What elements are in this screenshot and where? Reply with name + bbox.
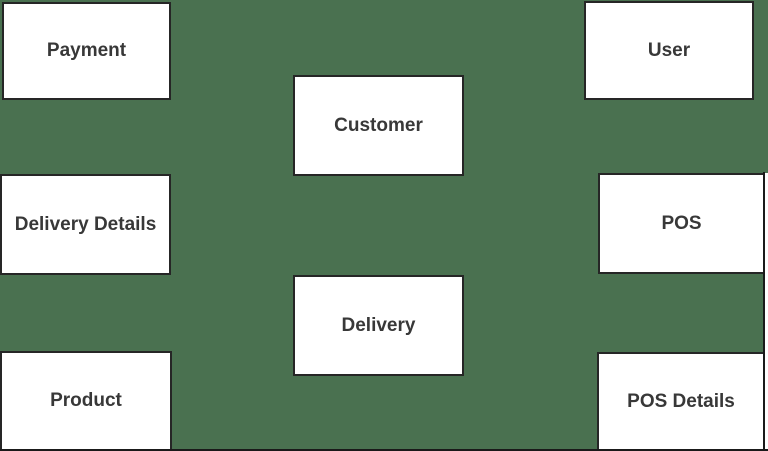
entity-label-delivery: Delivery: [341, 314, 416, 336]
entity-label-customer: Customer: [334, 114, 423, 136]
entity-box-payment[interactable]: Payment: [2, 2, 171, 100]
entity-box-user[interactable]: User: [584, 1, 754, 100]
entity-label-delivery-details: Delivery Details: [14, 213, 157, 235]
canvas-bottom-edge: [0, 449, 768, 451]
entity-box-pos[interactable]: POS: [598, 173, 765, 274]
entity-label-user: User: [647, 39, 691, 61]
canvas-right-edge: [763, 172, 765, 451]
entity-label-payment: Payment: [46, 40, 127, 61]
entity-label-pos: POS: [661, 212, 702, 234]
entity-box-product[interactable]: Product: [0, 351, 172, 451]
entity-label-pos-details: POS Details: [627, 390, 735, 412]
canvas-right-margin: [765, 173, 768, 451]
entity-label-product: Product: [50, 390, 122, 411]
entity-box-customer[interactable]: Customer: [293, 75, 464, 176]
entity-box-delivery[interactable]: Delivery: [293, 275, 464, 376]
entity-box-delivery-details[interactable]: Delivery Details: [0, 174, 171, 275]
entity-box-pos-details[interactable]: POS Details: [597, 352, 765, 451]
